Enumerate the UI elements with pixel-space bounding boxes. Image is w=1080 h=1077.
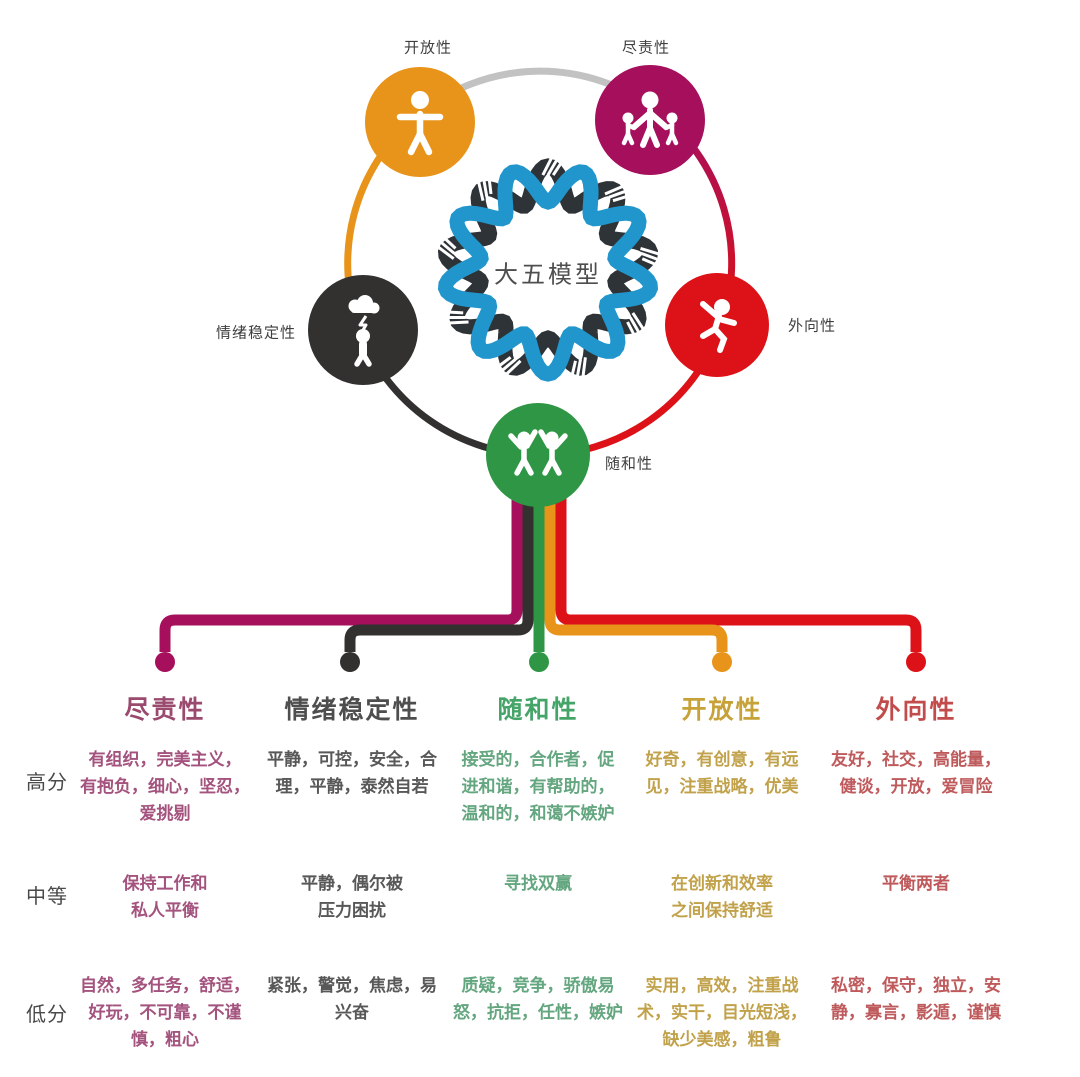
- col-header-emotional-stability: 情绪稳定性: [284, 696, 420, 724]
- agreeableness-circle[interactable]: [486, 403, 590, 507]
- cell-low-agreeableness: 质疑，竞争，骄傲易 怒，抗拒，任性，嫉妒: [453, 976, 623, 1023]
- cell-high-conscientiousness: 有组织，完美主义， 有抱负，细心，坚忍， 爱挑剔: [80, 750, 250, 824]
- col-header-openness: 开放性: [681, 696, 763, 724]
- cell-high-emotional-stability: 平静，可控，安全，合 理，平静，泰然自若: [267, 750, 437, 797]
- agreeableness-label: 随和性: [604, 455, 654, 473]
- cell-high-extraversion: 友好，社交，高能量， 健谈，开放，爱冒险: [831, 750, 1001, 797]
- storm-cloud-person-icon: [348, 295, 380, 367]
- dot-emotional-stability: [340, 652, 360, 672]
- row-label-low: 低分: [26, 1004, 68, 1026]
- trait-circles: [308, 65, 769, 507]
- cell-low-extraversion: 私密，保守，独立，安 静，寡言，影遁，谨慎: [831, 976, 1001, 1023]
- jumping-person-icon: [700, 299, 737, 353]
- cell-low-conscientiousness: 自然，多任务，舒适， 好玩，不可靠，不谨 慎，粗心: [80, 976, 250, 1050]
- branch-emotional-stability: [344, 498, 534, 652]
- branch-extraversion: [555, 498, 922, 652]
- cell-mid-conscientiousness: 保持工作和 私人平衡: [122, 874, 208, 921]
- branch-dots: [155, 652, 926, 672]
- cell-mid-extraversion: 平衡两者: [882, 874, 950, 893]
- branch-lines: [159, 498, 922, 652]
- row-label-medium: 中等: [26, 886, 68, 908]
- cell-mid-emotional-stability: 平静，偶尔被 压力困扰: [301, 874, 403, 921]
- dot-extraversion: [906, 652, 926, 672]
- dna-helix: [436, 156, 662, 382]
- emotional-stability-label: 情绪稳定性: [215, 324, 297, 342]
- emotional-stability-circle[interactable]: [308, 275, 418, 385]
- dot-agreeableness: [529, 652, 549, 672]
- row-label-high: 高分: [26, 772, 68, 794]
- cell-high-agreeableness: 接受的，合作者，促 进和谐，有帮助的， 温和的，和蔼不嫉妒: [461, 750, 615, 824]
- col-header-agreeableness: 随和性: [497, 696, 579, 724]
- branch-conscientiousness: [159, 498, 523, 652]
- branch-openness: [544, 498, 728, 652]
- parent-with-children-icon: [621, 91, 679, 148]
- model-title: 大五模型: [494, 261, 602, 289]
- extraversion-label: 外向性: [787, 317, 837, 335]
- cell-low-openness: 实用，高效，注重战 术，实干，目光短浅， 缺少美感，粗鲁: [637, 976, 807, 1050]
- conscientiousness-circle[interactable]: [595, 65, 705, 175]
- col-header-extraversion: 外向性: [875, 696, 957, 724]
- cell-low-emotional-stability: 紧张，警觉，焦虑，易 兴奋: [267, 976, 437, 1023]
- conscientiousness-label: 尽责性: [621, 39, 671, 57]
- open-arms-person-icon: [396, 91, 444, 156]
- extraversion-circle[interactable]: [665, 273, 769, 377]
- openness-label: 开放性: [403, 39, 453, 57]
- cell-mid-agreeableness: 寻找双赢: [504, 874, 572, 893]
- dot-conscientiousness: [155, 652, 175, 672]
- openness-circle[interactable]: [365, 67, 475, 177]
- cell-mid-openness: 在创新和效率 之间保持舒适: [671, 874, 773, 921]
- col-header-conscientiousness: 尽责性: [124, 696, 206, 724]
- cell-high-openness: 好奇，有创意，有远 见，注重战略，优美: [645, 750, 799, 797]
- high-five-children-icon: [508, 429, 568, 476]
- dot-openness: [712, 652, 732, 672]
